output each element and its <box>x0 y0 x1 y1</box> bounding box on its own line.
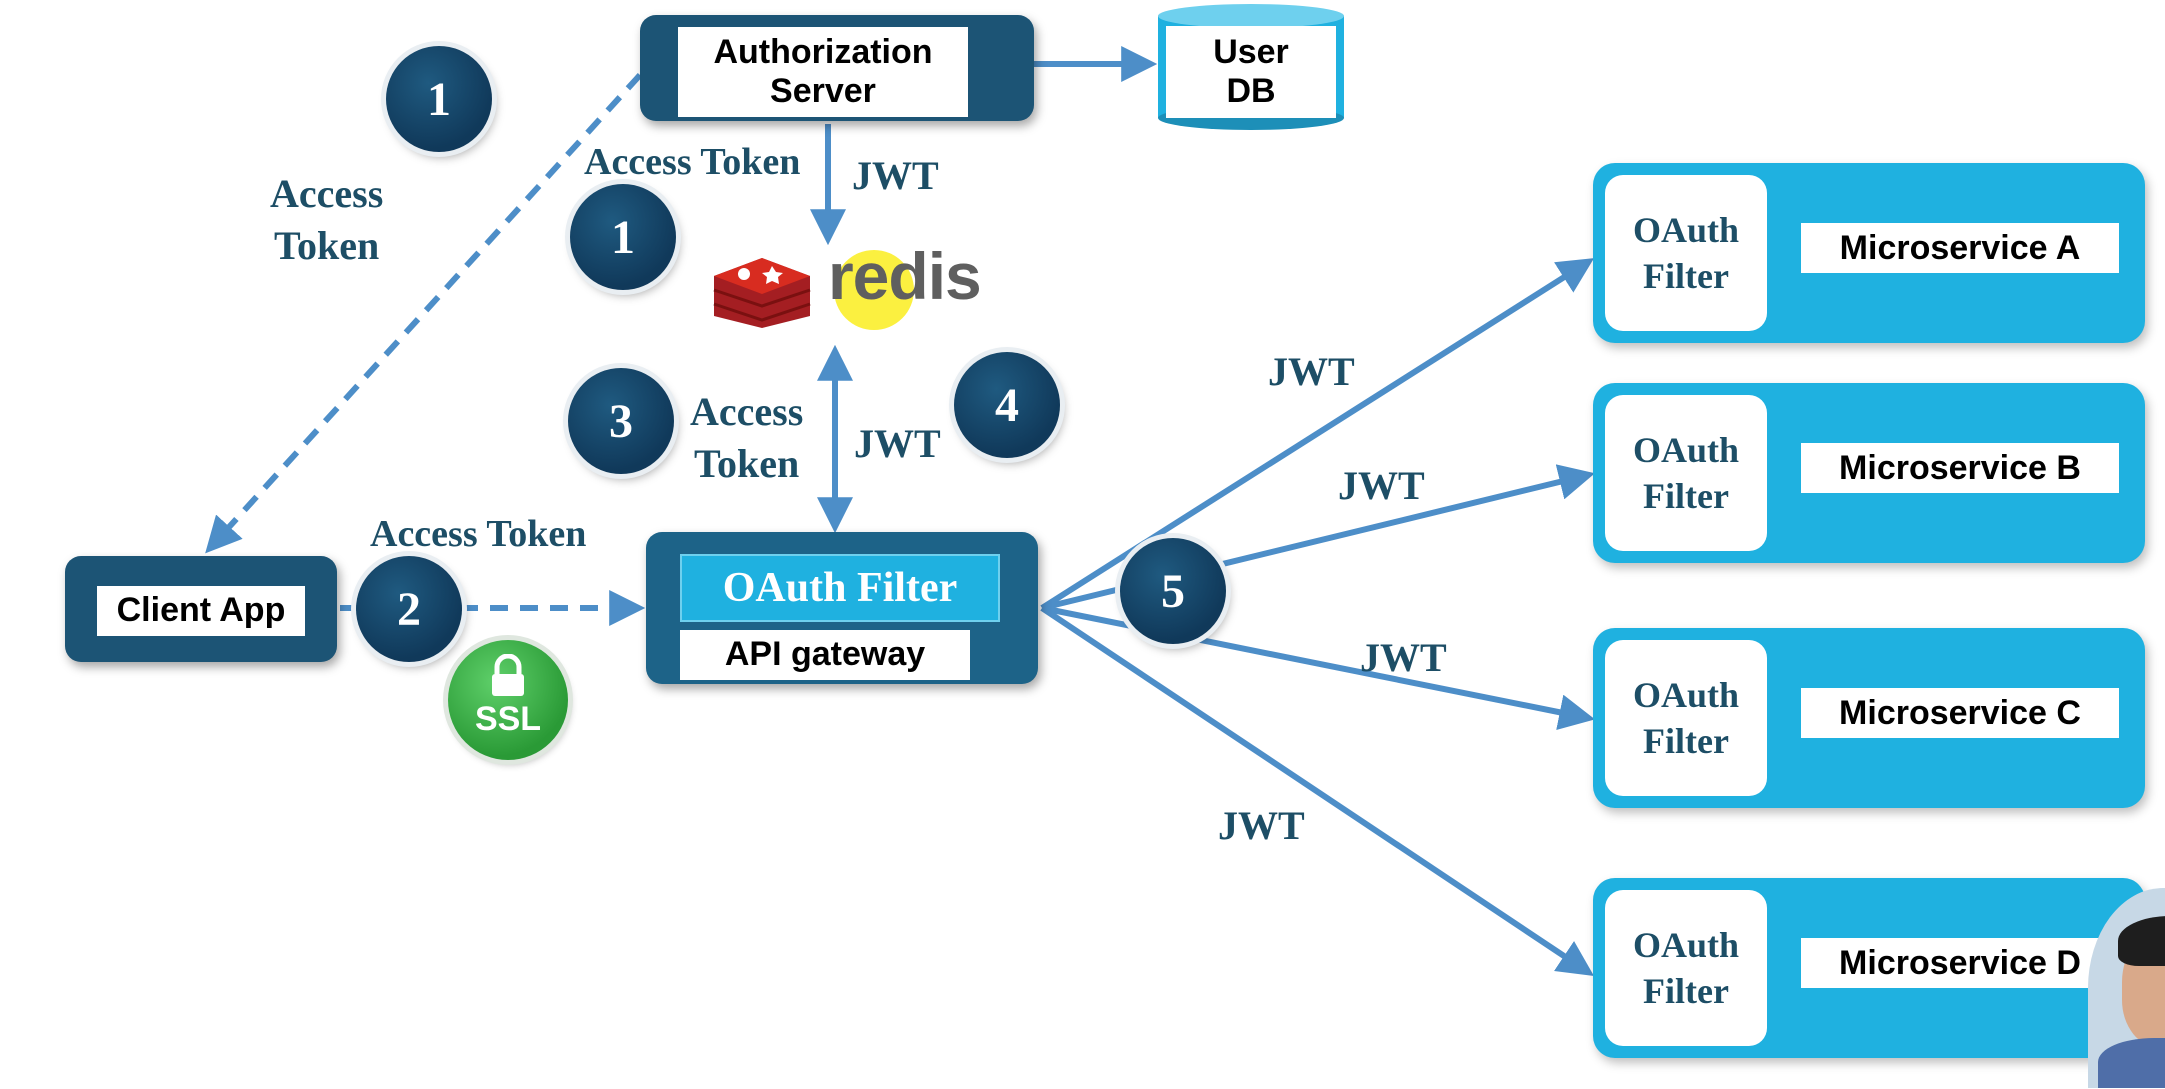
microservice-c-card: OAuth Filter Microservice C <box>1593 628 2145 808</box>
ssl-badge: SSL <box>448 640 568 760</box>
jwt-label-ms-d: JWT <box>1218 803 1305 848</box>
arrow-gateway-to-ms-a <box>1040 258 1595 611</box>
arrow-auth-to-client <box>205 72 643 554</box>
microservice-name: Microservice C <box>1801 688 2119 738</box>
microservice-name: Microservice B <box>1801 443 2119 493</box>
jwt-label-ms-c: JWT <box>1360 635 1447 680</box>
access-token-label-left: Access Token <box>270 171 384 268</box>
step-5-circle: 5 <box>1120 538 1226 644</box>
microservice-a-card: OAuth Filter Microservice A <box>1593 163 2145 343</box>
user-db-node: User DB <box>1158 2 1344 132</box>
microservice-oauth-filter: OAuth Filter <box>1605 890 1767 1046</box>
step-4-circle: 4 <box>954 352 1060 458</box>
microservice-oauth-filter: OAuth Filter <box>1605 640 1767 796</box>
user-db-label: User DB <box>1166 26 1336 118</box>
microservice-name: Microservice D <box>1801 938 2119 988</box>
client-app-node: Client App <box>65 556 337 662</box>
arrow-gateway-to-ms-d <box>1040 605 1594 976</box>
jwt-label-ms-a: JWT <box>1268 349 1355 394</box>
authorization-server-node: Authorization Server <box>640 15 1034 121</box>
ssl-text: SSL <box>474 700 542 738</box>
microservice-name: Microservice A <box>1801 223 2119 273</box>
lock-icon <box>492 654 524 696</box>
access-token-label-client: Access Token <box>370 513 587 555</box>
redis-logo-icon <box>713 258 811 328</box>
microservice-b-card: OAuth Filter Microservice B <box>1593 383 2145 563</box>
presenter-shirt <box>2098 1038 2165 1088</box>
client-app-label: Client App <box>97 586 305 636</box>
api-gateway-label: API gateway <box>680 630 970 680</box>
microservice-oauth-filter: OAuth Filter <box>1605 395 1767 551</box>
microservice-d-card: OAuth Filter Microservice D <box>1593 878 2145 1058</box>
microservice-oauth-filter: OAuth Filter <box>1605 175 1767 331</box>
step-3-circle: 3 <box>568 368 674 474</box>
jwt-label-ms-b: JWT <box>1338 463 1425 508</box>
jwt-label-top: JWT <box>852 153 939 198</box>
cursor-highlight <box>834 250 914 330</box>
access-token-label-mid: Access Token <box>690 389 804 486</box>
redis-wordmark: redis <box>828 239 982 313</box>
gateway-oauth-filter: OAuth Filter <box>680 554 1000 622</box>
authorization-server-label: Authorization Server <box>678 27 968 117</box>
step-2-circle: 2 <box>356 556 462 662</box>
step-1-circle: 1 <box>386 46 492 152</box>
jwt-label-mid: JWT <box>854 421 941 466</box>
presenter-hair <box>2118 916 2165 966</box>
access-token-label-top: Access Token <box>584 141 801 183</box>
step-1-circle: 1 <box>570 184 676 290</box>
